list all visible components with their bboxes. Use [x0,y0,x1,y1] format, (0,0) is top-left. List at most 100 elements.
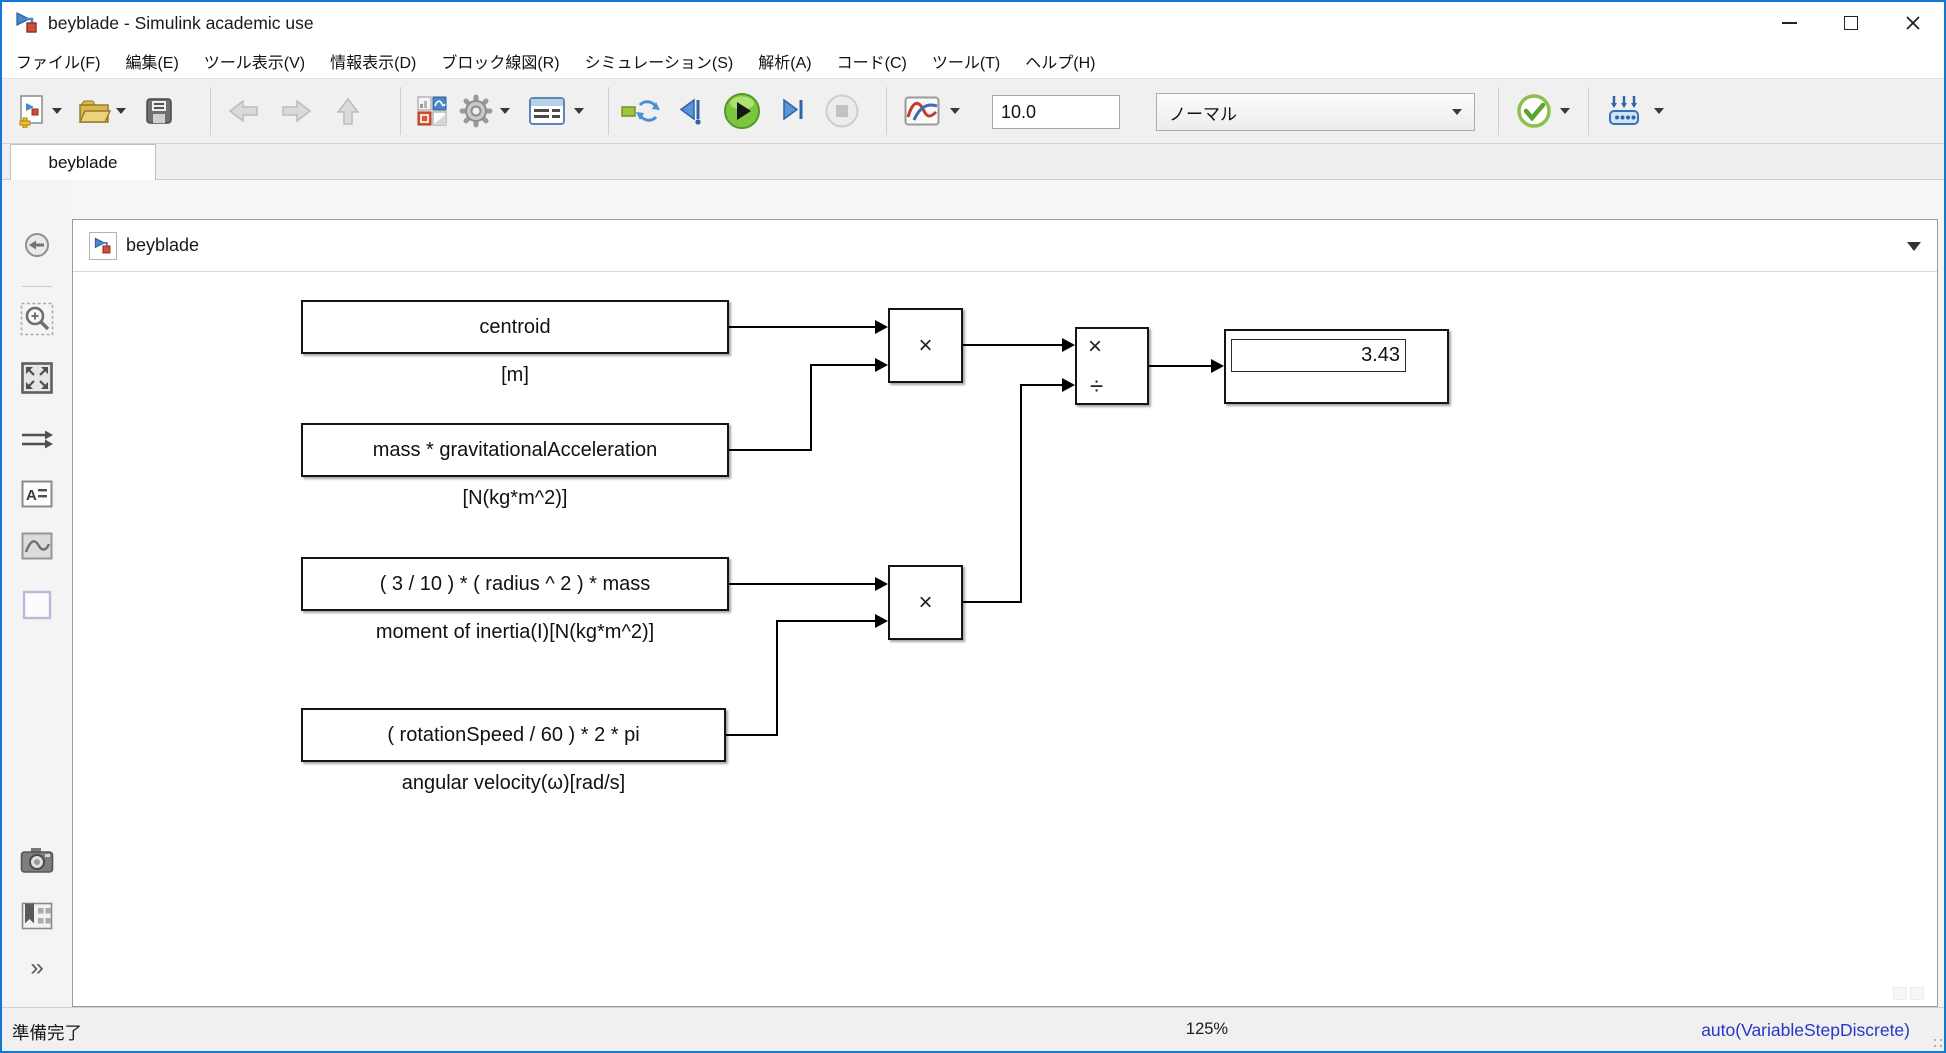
main-area: A [2,180,1944,1007]
settings-dropdown[interactable] [500,79,510,143]
menu-item-diagram[interactable]: ブロック線図(R) [441,55,560,72]
fit-to-view-button[interactable] [21,362,53,399]
model-canvas[interactable]: beyblade centroid [m] mass * gravitation… [72,219,1938,1007]
forward-button[interactable] [278,79,314,143]
menu-item-edit[interactable]: 編集(E) [125,55,179,72]
block-omega[interactable]: ( rotationSpeed / 60 ) * 2 * pi [301,708,726,762]
minimize-button[interactable] [1758,2,1820,44]
open-folder-icon [78,100,112,123]
refresh-blocks-button[interactable] [1604,79,1644,143]
zoom-region-button[interactable] [20,302,54,341]
stop-button[interactable] [824,79,860,143]
wire-segment[interactable] [729,326,875,328]
resize-grip[interactable] [1934,1039,1936,1041]
block-centroid[interactable]: centroid [301,300,729,354]
screenshot-button[interactable] [20,846,54,879]
area-box-button[interactable] [22,590,52,625]
block-gravity-text: mass * gravitationalAcceleration [372,438,658,461]
wire-segment[interactable] [1149,365,1211,367]
title-bar: beyblade - Simulink academic use [2,2,1944,44]
menu-item-code[interactable]: コード(C) [836,55,907,72]
block-divide[interactable]: × ÷ [1075,327,1149,405]
wire-segment[interactable] [810,364,875,366]
menu-item-analysis[interactable]: 解析(A) [758,55,812,72]
image-wave-icon [21,532,53,560]
data-inspector-dropdown[interactable] [950,79,960,143]
block-product-1[interactable]: × [888,308,963,383]
solver-link[interactable]: auto(VariableStepDiscrete) [1701,1020,1910,1040]
toolbar: ノーマル [2,78,1944,144]
run-button[interactable] [722,79,762,143]
breadcrumb-model-iconbox[interactable] [89,231,117,260]
wire-segment[interactable] [776,620,778,736]
menu-item-simulation[interactable]: シミュレーション(S) [584,55,734,72]
wire-segment[interactable] [963,344,1062,346]
tab-bar: beyblade [2,144,1944,180]
wire-segment[interactable] [963,601,1022,603]
library-browser-button[interactable] [416,79,448,143]
block-product-2[interactable]: × [888,565,963,640]
library-browser-icon [417,96,447,126]
breadcrumb-model-name[interactable]: beyblade [126,235,200,255]
annotation-button[interactable]: A [21,480,53,513]
window-title: beyblade - Simulink academic use [48,12,314,33]
update-diagram-icon [621,100,660,122]
model-config-button[interactable] [528,79,566,143]
signal-routing-button[interactable] [20,427,54,458]
new-model-button[interactable] [16,79,46,143]
new-model-dropdown[interactable] [52,79,62,143]
tab-beyblade[interactable]: beyblade [10,144,156,180]
menu-item-tools[interactable]: ツール(T) [931,55,1001,72]
status-bar: 準備完了 125% auto(VariableStepDiscrete) [2,1007,1944,1051]
data-inspector-button[interactable] [904,79,940,143]
wire-segment[interactable] [729,583,875,585]
block-gravity[interactable]: mass * gravitationalAcceleration [301,423,729,477]
open-dropdown[interactable] [116,79,126,143]
zoom-level: 125% [1185,1020,1229,1038]
multiply-symbol: × [918,331,933,359]
menu-item-file[interactable]: ファイル(F) [16,55,101,72]
menu-item-display[interactable]: 情報表示(D) [330,55,417,72]
wire-segment[interactable] [1020,384,1062,386]
wire-segment[interactable] [726,734,778,736]
settings-button[interactable] [458,79,494,143]
wire-segment[interactable] [729,449,812,451]
hide-browser-button[interactable] [22,230,52,265]
step-back-button[interactable] [674,79,704,143]
model-advisor-button[interactable] [1516,79,1552,143]
step-forward-button[interactable] [776,79,806,143]
breadcrumb-caret-icon[interactable] [1907,242,1921,251]
sim-mode-value: ノーマル [1169,104,1237,124]
open-button[interactable] [78,79,112,143]
sim-stop-time-input[interactable] [992,95,1120,129]
model-config-dropdown[interactable] [574,79,584,143]
save-button[interactable] [144,79,174,143]
menu-item-help[interactable]: ヘルプ(H) [1025,55,1096,72]
refresh-blocks-dropdown[interactable] [1654,79,1664,143]
close-button[interactable] [1882,2,1944,44]
maximize-button[interactable] [1820,2,1882,44]
wire-segment[interactable] [810,364,812,451]
status-text: 準備完了 [12,1023,82,1043]
wire-segment[interactable] [1020,384,1022,603]
block-display[interactable]: 3.43 [1224,329,1449,404]
minimize-icon [1781,22,1797,24]
forward-arrow-icon [282,99,312,123]
label-omega-unit: angular velocity(ω)[rad/s] [401,772,626,794]
label-gravity-unit: [N(kg*m^2)] [462,487,568,509]
step-back-icon [679,98,701,125]
sim-mode-select[interactable]: ノーマル [1156,93,1475,131]
model-advisor-dropdown[interactable] [1560,79,1570,143]
update-diagram-button[interactable] [620,79,660,143]
image-annotation-button[interactable] [21,532,53,565]
expand-palette-button[interactable]: » [30,954,44,981]
back-button[interactable] [226,79,262,143]
block-omega-text: ( rotationSpeed / 60 ) * 2 * pi [387,723,640,746]
menu-item-view[interactable]: ツール表示(V) [203,55,306,72]
block-inertia[interactable]: ( 3 / 10 ) * ( radius ^ 2 ) * mass [301,557,729,611]
wire-arrowhead [875,577,888,591]
wire-arrowhead [1211,359,1224,373]
up-button[interactable] [332,79,364,143]
library-annotation-button[interactable] [21,902,53,935]
wire-segment[interactable] [776,620,875,622]
